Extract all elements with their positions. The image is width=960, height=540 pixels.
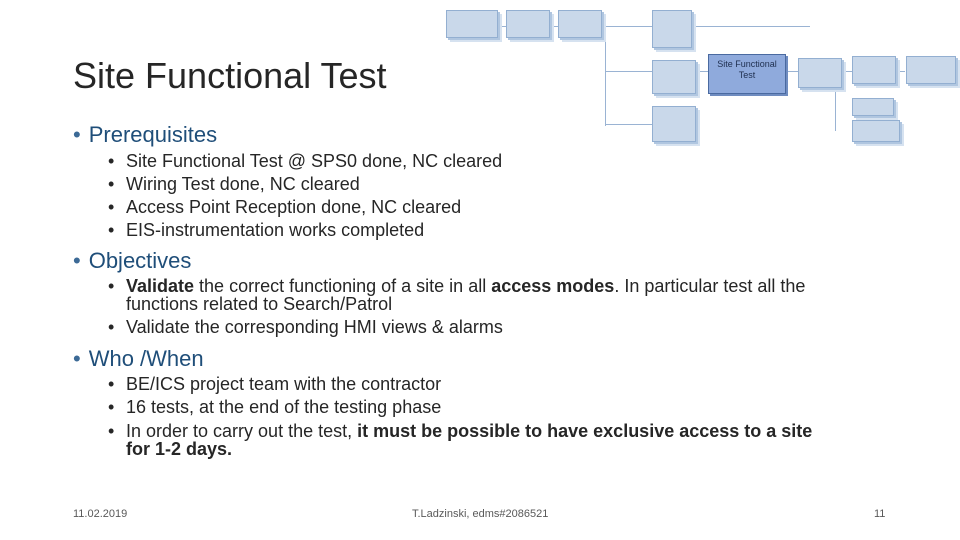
objectives-list: •Validate the correct functioning of a s… [108,277,908,336]
process-box [558,10,602,38]
process-box [798,58,842,88]
connector [605,26,606,126]
section-heading-who-when: •Who /When [73,346,204,371]
list-item: •16 tests, at the end of the testing pha… [108,397,442,417]
process-box [852,120,900,142]
list-item: •BE/ICS project team with the contractor [108,374,442,394]
footer-author: T.Ladzinski, edms#2086521 [412,508,549,520]
process-box [652,60,696,94]
footer-date: 11.02.2019 [73,508,128,520]
list-item: •In order to carry out the test, it must… [108,421,813,459]
process-box [446,10,498,38]
list-item: •Access Point Reception done, NC cleared [108,197,462,217]
list-item: •Validate the correct functioning of a s… [108,276,806,314]
process-box [852,98,894,116]
site-functional-test-box: Site Functional Test [708,54,786,94]
process-box [652,106,696,142]
connector [490,26,810,27]
bullet-icon: • [73,248,81,273]
list-item: •Validate the corresponding HMI views & … [108,317,503,337]
list-item: •Site Functional Test @ SPS0 done, NC cl… [108,151,503,171]
process-box [906,56,956,84]
process-box [652,10,692,48]
section-heading-objectives: •Objectives [73,248,192,273]
slide-number: 11 [874,508,886,520]
slide-title: Site Functional Test [73,55,387,96]
connector [605,124,665,125]
list-item: •Wiring Test done, NC cleared [108,174,360,194]
connector [835,66,836,131]
bullet-icon: • [73,346,81,371]
prerequisites-list: •Site Functional Test @ SPS0 done, NC cl… [108,150,502,242]
process-box [506,10,550,38]
who-when-list: •BE/ICS project team with the contractor… [108,373,908,458]
list-item: •EIS-instrumentation works completed [108,220,425,240]
bullet-icon: • [73,122,81,147]
process-box [852,56,896,84]
section-heading-prerequisites: •Prerequisites [73,122,218,147]
process-diagram: Site Functional Test [440,6,960,146]
